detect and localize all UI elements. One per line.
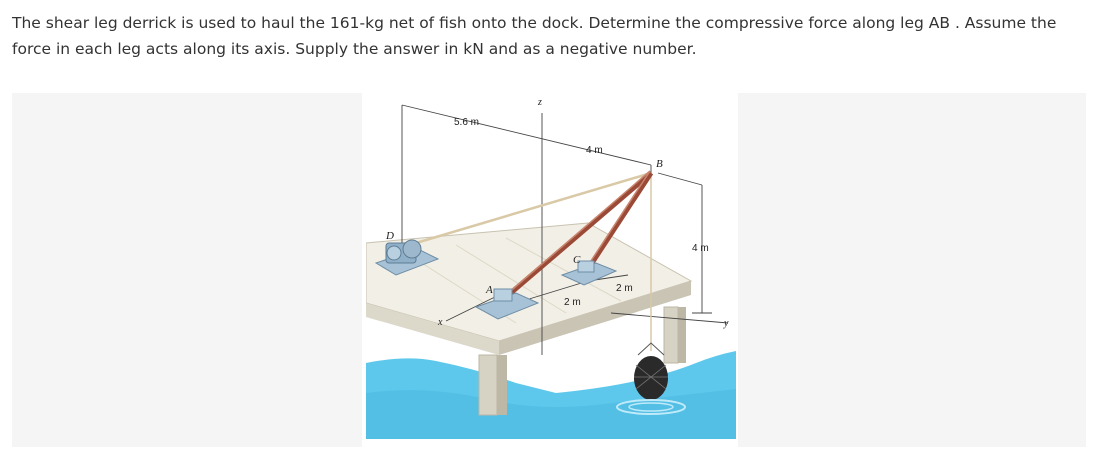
dim-2m-front: 2 m — [564, 297, 581, 308]
point-a-label: A — [485, 284, 493, 296]
dock — [366, 222, 693, 355]
winch-d — [374, 239, 440, 276]
axis-y-label: y — [723, 318, 729, 329]
figure-left-padding — [12, 93, 362, 447]
dim-5-6m: 5.6 m — [454, 117, 479, 128]
question-text: The shear leg derrick is used to haul th… — [12, 14, 1057, 58]
leg-ab-highlight — [505, 170, 651, 296]
figure-right-padding — [738, 93, 1086, 447]
axis-z-label: z — [537, 97, 542, 108]
dim-2m-back: 2 m — [616, 283, 633, 294]
dim-4m-top: 4 m — [586, 145, 603, 156]
dim-4m-side: 4 m — [692, 243, 709, 254]
dimension-lines — [401, 104, 729, 355]
derrick-figure: 5.6 m 4 m 4 m 2 m 2 m D A C B x y z — [366, 93, 736, 439]
mount-c — [560, 260, 618, 286]
point-d-label: D — [385, 230, 394, 242]
mount-a — [474, 288, 540, 320]
water-ripples — [616, 399, 686, 415]
fish-net — [634, 342, 668, 400]
leg-ab — [504, 171, 653, 299]
leg-cb — [585, 171, 654, 271]
leg-cb-highlight — [586, 170, 651, 268]
cable-db — [415, 171, 652, 245]
point-c-label: C — [573, 254, 581, 266]
point-b-label: B — [656, 158, 663, 170]
dock-pillars — [478, 306, 686, 416]
derrick-diagram: 5.6 m 4 m 4 m 2 m 2 m D A C B x y z — [366, 93, 736, 439]
axis-x-label: x — [437, 317, 443, 328]
